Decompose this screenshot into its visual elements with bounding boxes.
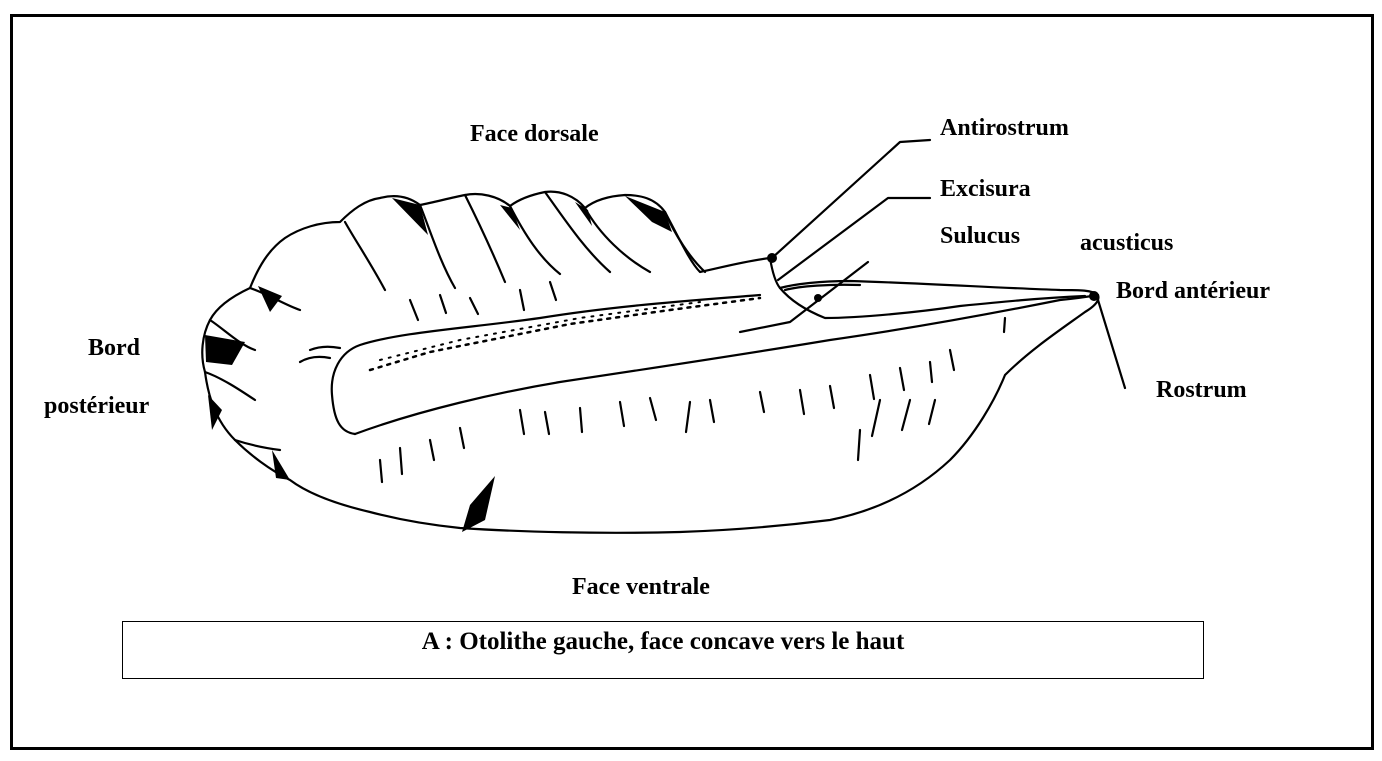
label-bord-posterieur-line2: postérieur xyxy=(44,394,149,418)
label-sulcus: Sulucus xyxy=(940,224,1020,248)
label-bord-anterieur: Bord antérieur xyxy=(1116,279,1270,303)
figure-caption: A : Otolithe gauche, face concave vers l… xyxy=(122,621,1204,679)
label-rostrum: Rostrum xyxy=(1156,378,1247,402)
label-excisura: Excisura xyxy=(940,177,1031,201)
label-face-dorsale: Face dorsale xyxy=(470,122,599,146)
label-antirostrum: Antirostrum xyxy=(940,116,1069,140)
label-acusticus: acusticus xyxy=(1080,231,1173,255)
label-bord-posterieur-line1: Bord xyxy=(88,336,140,360)
label-face-ventrale: Face ventrale xyxy=(572,575,710,599)
